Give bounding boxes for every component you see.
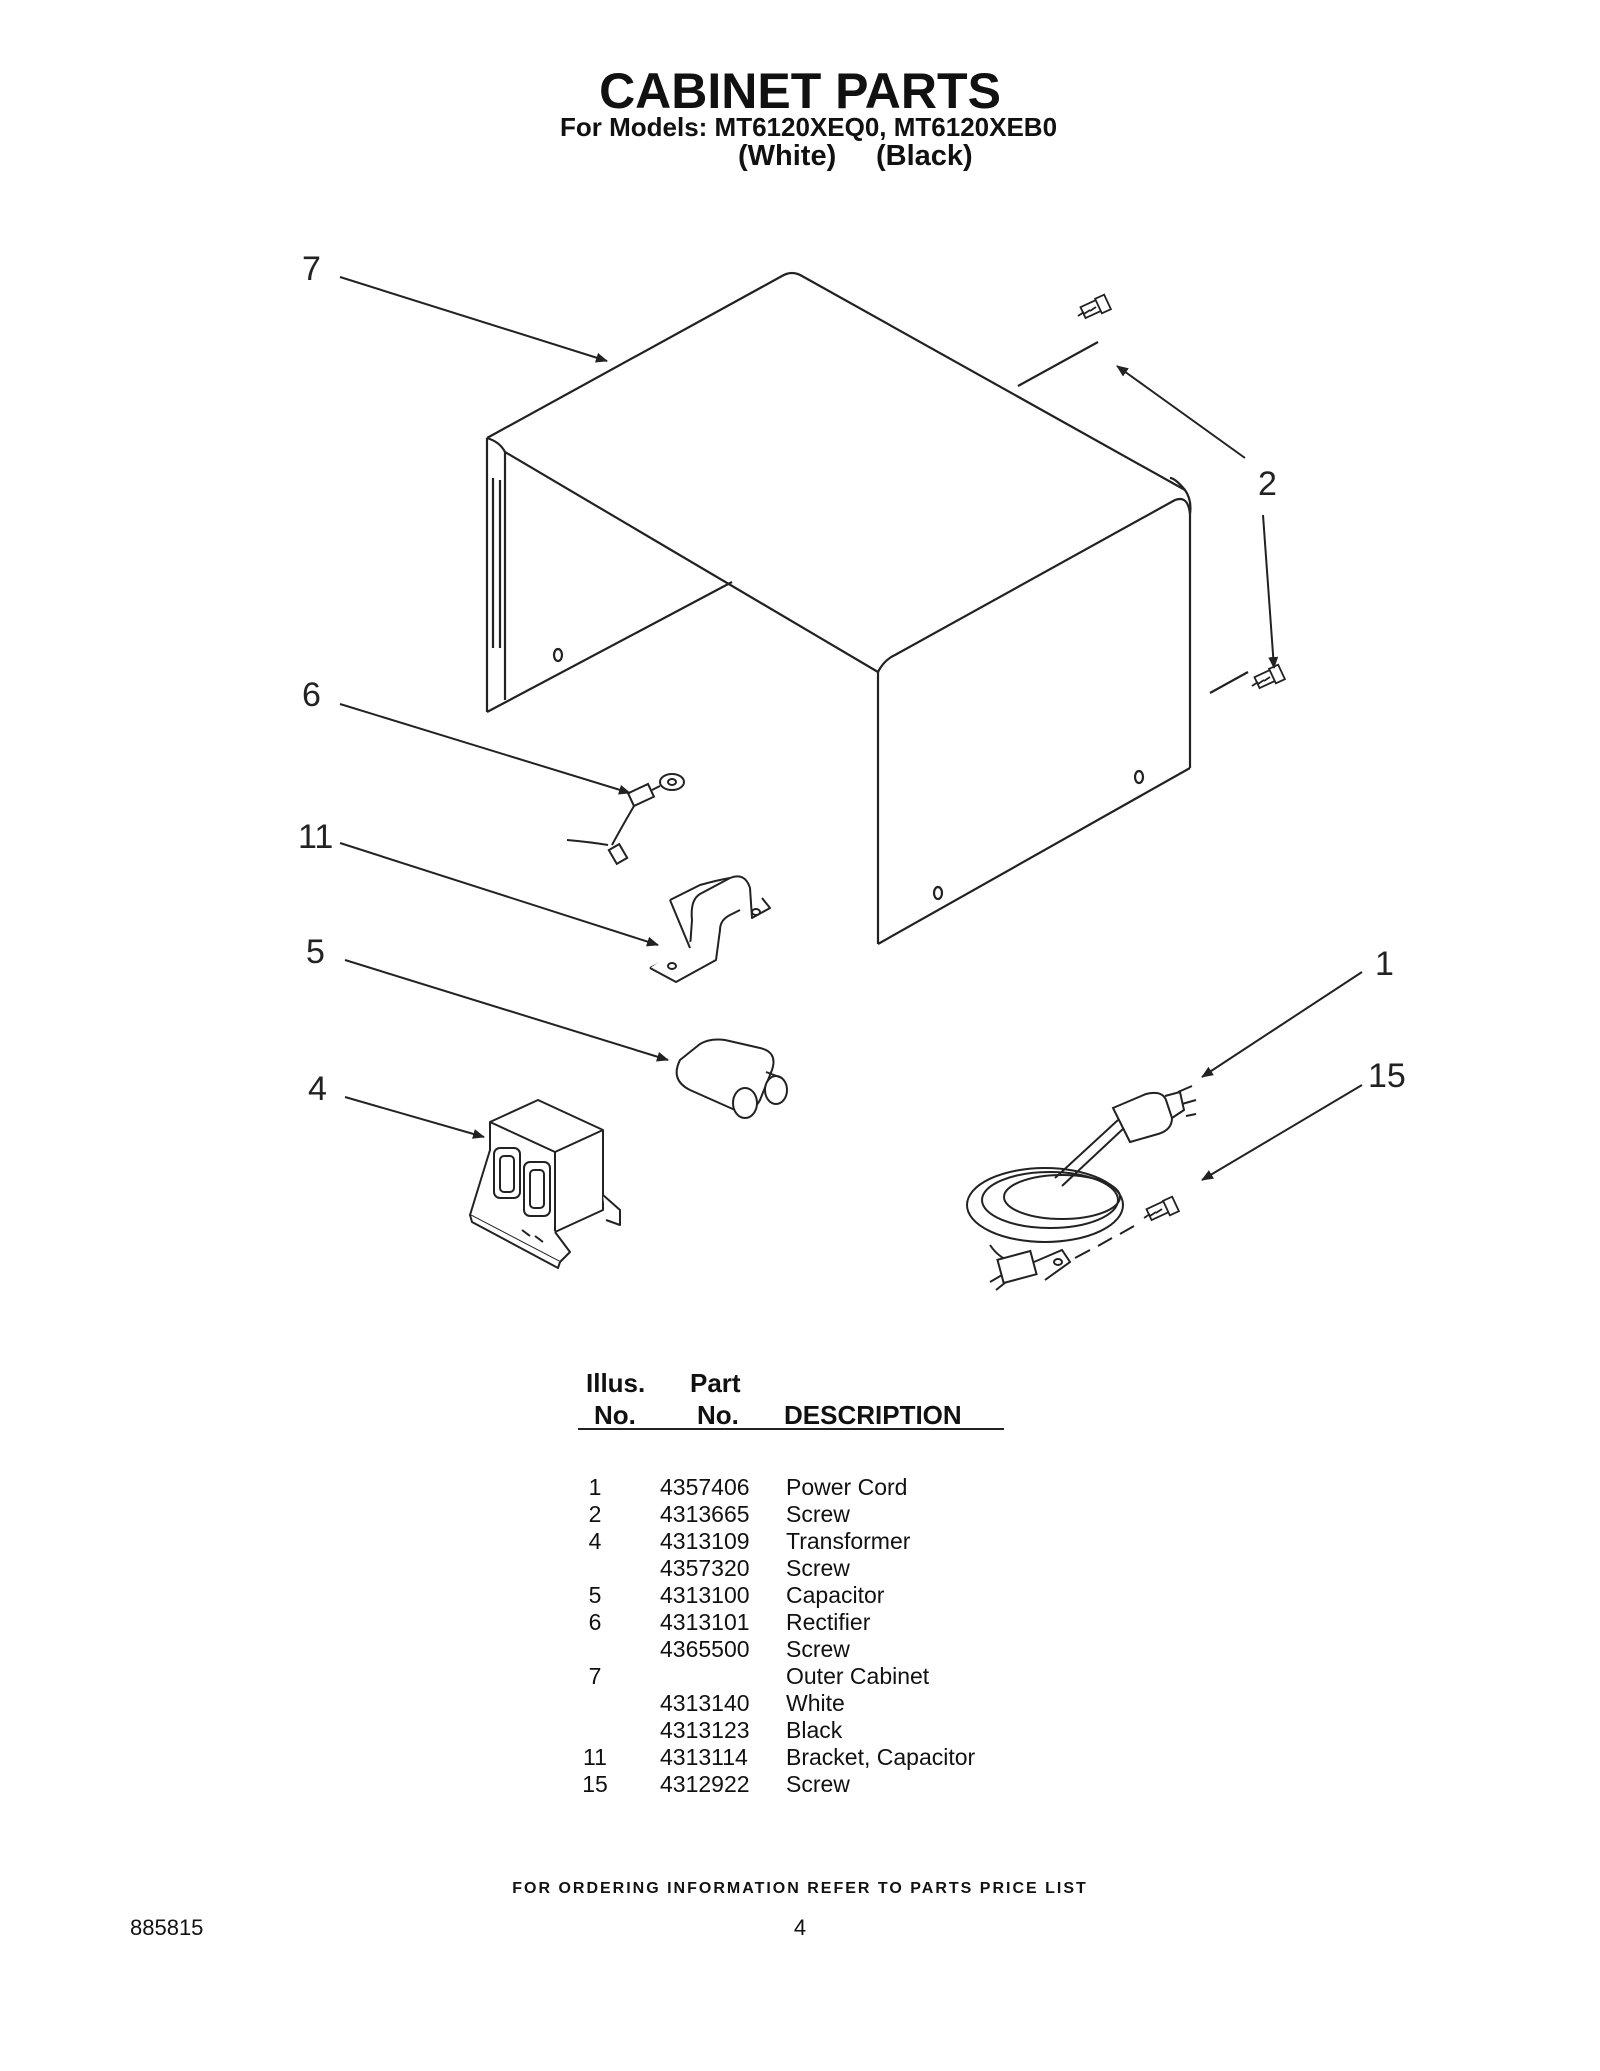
callout-6: 6 <box>302 676 321 714</box>
table-row: 2 4313665 Screw <box>560 1501 1040 1527</box>
callout-7: 7 <box>302 250 321 288</box>
table-row: 4365500 Screw <box>560 1636 1040 1662</box>
part-description: Transformer <box>786 1528 911 1554</box>
models-line: For Models: MT6120XEQ0, MT6120XEB0 <box>560 112 1058 142</box>
leader-4 <box>344 1096 485 1139</box>
leader-2-side <box>1262 514 1279 669</box>
outer-cabinet-drawing <box>485 271 1249 945</box>
table-row: 15 4312922 Screw <box>560 1771 1040 1797</box>
table-row: 4357320 Screw <box>560 1555 1040 1581</box>
illus-no: 5 <box>588 1582 602 1608</box>
leader-1 <box>1201 971 1363 1078</box>
screw-drawing-cord <box>1143 1195 1181 1222</box>
illus-no: 15 <box>582 1771 608 1797</box>
page-title: CABINET PARTS <box>599 63 1001 119</box>
leader-arrows <box>339 276 1363 1181</box>
table-row: 5 4313100 Capacitor <box>560 1582 1040 1608</box>
screw-drawing-top <box>1077 293 1113 320</box>
col-header-illus-2: No. <box>594 1400 636 1430</box>
part-no: 4313114 <box>660 1744 748 1770</box>
part-description: Outer Cabinet <box>786 1663 930 1689</box>
leader-15 <box>1201 1084 1363 1181</box>
part-description: Black <box>786 1717 843 1743</box>
leader-2-top <box>1116 365 1246 459</box>
color-black-label: (Black) <box>876 140 973 172</box>
part-no: 4313101 <box>660 1609 750 1635</box>
table-row: 6 4313101 Rectifier <box>560 1609 1040 1635</box>
part-no: 4313100 <box>660 1582 750 1608</box>
part-description: Screw <box>786 1771 850 1797</box>
screw-drawing-side <box>1251 663 1287 690</box>
table-header-rule <box>578 1428 1004 1430</box>
ordering-note: FOR ORDERING INFORMATION REFER TO PARTS … <box>512 1880 1088 1897</box>
part-no: 4313665 <box>660 1501 750 1527</box>
illus-no: 2 <box>588 1501 602 1527</box>
part-description: Bracket, Capacitor <box>786 1744 976 1770</box>
part-no: 4365500 <box>660 1636 750 1662</box>
table-row: 4313140 White <box>560 1690 1040 1716</box>
capacitor-bracket-drawing <box>649 875 771 983</box>
part-no: 4313109 <box>660 1528 750 1554</box>
part-no: 4357406 <box>660 1474 750 1500</box>
part-no: 4313140 <box>660 1690 750 1716</box>
document-number: 885815 <box>130 1915 204 1940</box>
table-row: 11 4313114 Bracket, Capacitor <box>560 1744 1040 1770</box>
col-header-part-1: Part <box>690 1368 741 1398</box>
callout-11: 11 <box>298 818 334 856</box>
leader-5 <box>344 959 669 1062</box>
part-description: Power Cord <box>786 1474 908 1500</box>
callout-15: 15 <box>1368 1057 1406 1095</box>
leader-7 <box>339 276 608 363</box>
table-row: 7 Outer Cabinet <box>560 1663 1040 1689</box>
callout-5: 5 <box>306 933 325 971</box>
transformer-drawing <box>469 1099 621 1269</box>
part-description: Screw <box>786 1636 850 1662</box>
rectifier-drawing <box>566 773 685 866</box>
exploded-parts-diagram <box>339 271 1363 1291</box>
table-row: 4 4313109 Transformer <box>560 1528 1040 1554</box>
leader-6 <box>339 703 631 795</box>
part-no: 4313123 <box>660 1717 750 1743</box>
page-number: 4 <box>793 1915 807 1940</box>
color-white-label: (White) <box>738 140 837 172</box>
table-row: 4313123 Black <box>560 1717 1040 1743</box>
callout-4: 4 <box>308 1070 327 1108</box>
illus-no: 11 <box>583 1744 607 1770</box>
leader-11 <box>339 842 659 947</box>
part-description: Rectifier <box>786 1609 871 1635</box>
illus-no: 1 <box>588 1474 602 1500</box>
power-cord-drawing <box>966 1085 1197 1291</box>
part-description: Screw <box>786 1555 850 1581</box>
table-row: 1 4357406 Power Cord <box>560 1474 1040 1500</box>
part-description: Screw <box>786 1501 850 1527</box>
part-no: 4312922 <box>660 1771 750 1797</box>
col-header-part-2: No. <box>697 1400 739 1430</box>
col-header-description: DESCRIPTION <box>784 1400 962 1430</box>
part-no: 4357320 <box>660 1555 750 1581</box>
callout-2: 2 <box>1258 465 1277 503</box>
part-description: White <box>786 1690 845 1716</box>
col-header-illus-1: Illus. <box>586 1368 646 1398</box>
part-description: Capacitor <box>786 1582 885 1608</box>
callout-1: 1 <box>1375 945 1394 983</box>
illus-no: 4 <box>588 1528 602 1554</box>
capacitor-drawing <box>675 1038 788 1119</box>
illus-no: 6 <box>588 1609 602 1635</box>
illus-no: 7 <box>588 1663 602 1689</box>
